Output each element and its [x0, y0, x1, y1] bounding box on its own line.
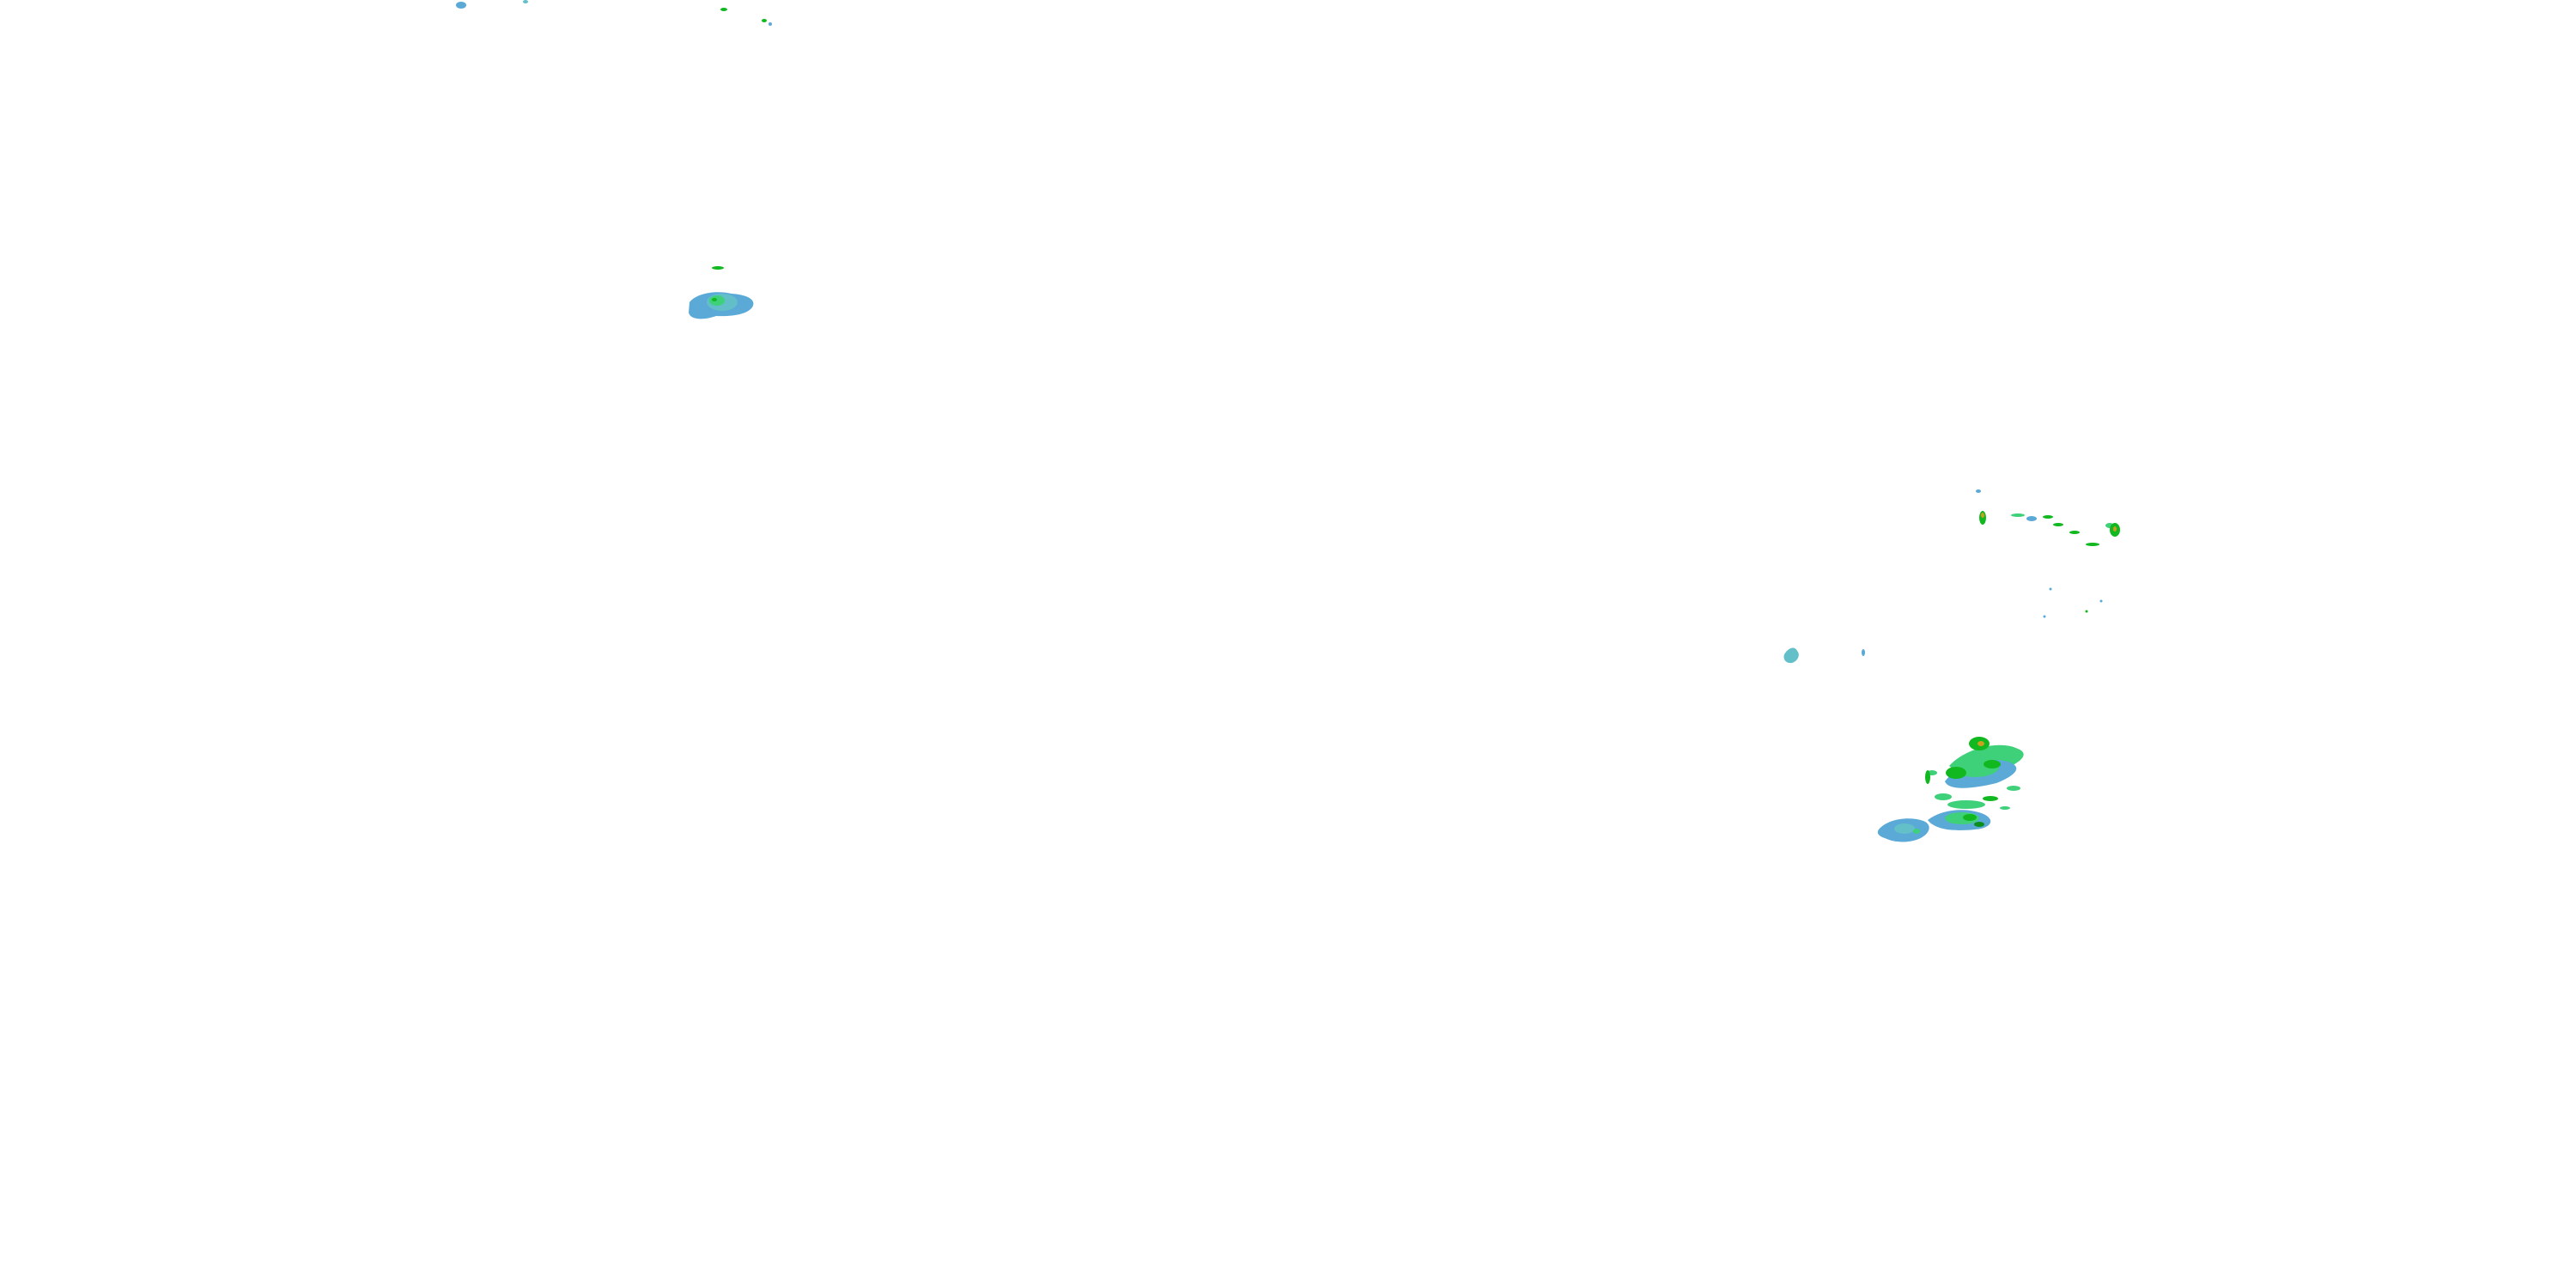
echo-cell: [712, 266, 724, 270]
echo-cluster-top-left: [456, 0, 772, 26]
echo-cell: [2007, 786, 2020, 791]
echo-cluster-central-east: [1783, 647, 1865, 664]
echo-cell: [2011, 513, 2025, 517]
echo-cell: [1935, 793, 1952, 800]
echo-cluster-northeast: [1976, 489, 2120, 618]
echo-cell: [1974, 822, 1984, 827]
echo-cell: [2085, 610, 2088, 613]
echo-cluster-west: [689, 266, 754, 319]
echo-cell: [1783, 647, 1799, 664]
echo-cell: [2000, 806, 2010, 810]
echo-cell: [2026, 516, 2037, 521]
echo-cell: [1981, 513, 1984, 518]
echo-cell: [2053, 523, 2063, 526]
echo-cell: [1963, 814, 1977, 821]
echo-cell: [523, 0, 528, 3]
echo-cell: [2086, 543, 2099, 546]
echo-cell: [1983, 796, 1998, 801]
echo-cell: [2113, 526, 2117, 532]
echo-cell: [1984, 760, 2001, 769]
echo-cell: [1978, 741, 1984, 746]
echo-cell: [1925, 770, 1930, 784]
echo-cell: [2043, 515, 2053, 519]
echo-cell: [712, 298, 717, 301]
echo-cell: [456, 2, 466, 9]
echo-cell: [769, 22, 772, 26]
echo-cell: [762, 19, 767, 22]
echo-cell: [1894, 823, 1915, 834]
echo-cell: [1946, 767, 1966, 779]
echo-cell: [2099, 599, 2103, 603]
echo-cell: [2069, 531, 2080, 534]
echo-cell: [720, 8, 727, 11]
echo-cell: [709, 295, 725, 306]
echo-cell: [1913, 829, 1920, 834]
echo-cell: [2049, 587, 2052, 591]
echo-cell: [1976, 489, 1981, 493]
echo-cell: [1862, 649, 1865, 656]
echo-cell: [1947, 800, 1985, 809]
echo-cluster-southeast: [1877, 737, 2024, 842]
echo-cell: [2043, 615, 2046, 618]
